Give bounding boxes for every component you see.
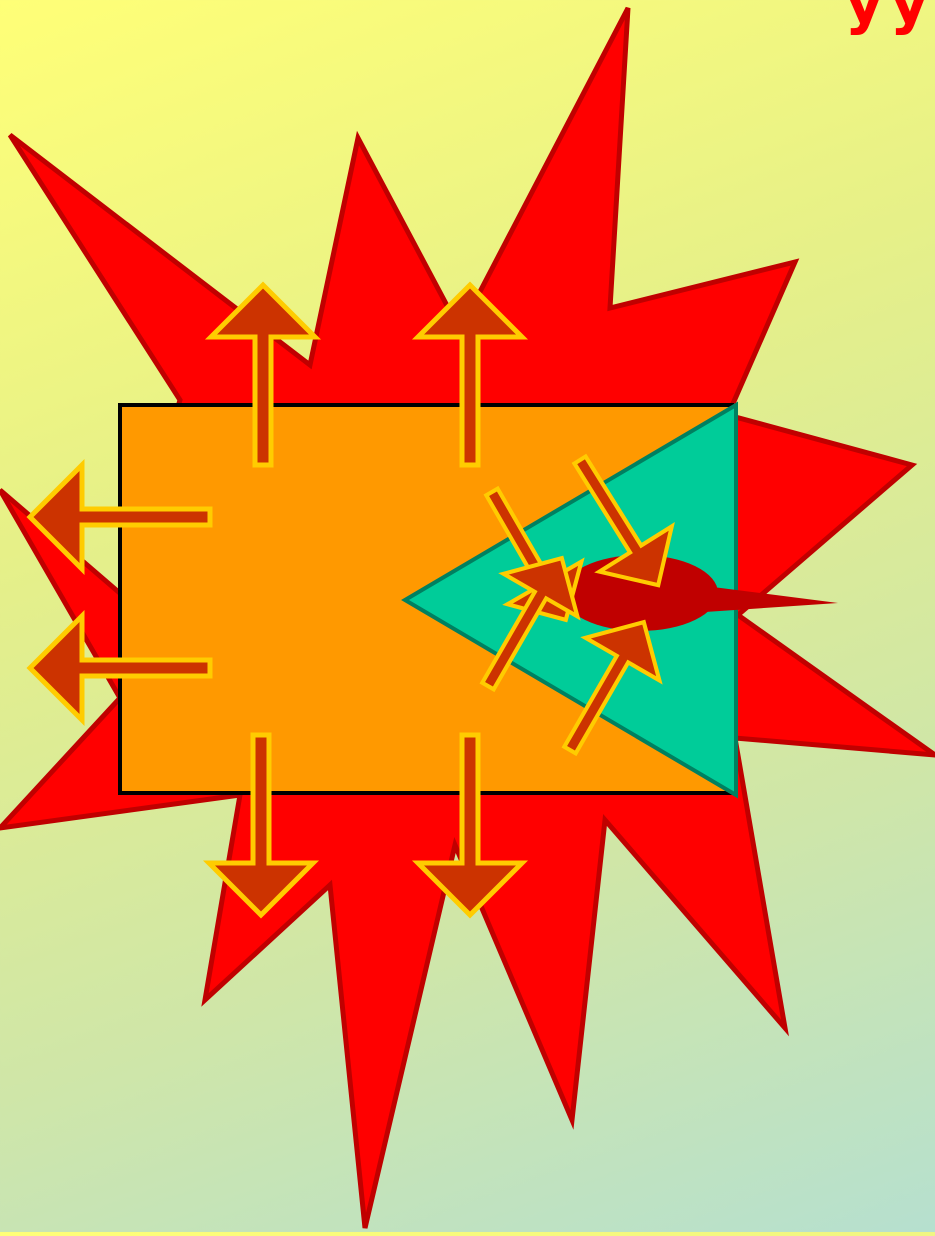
title-fragment: yy (845, 0, 935, 32)
